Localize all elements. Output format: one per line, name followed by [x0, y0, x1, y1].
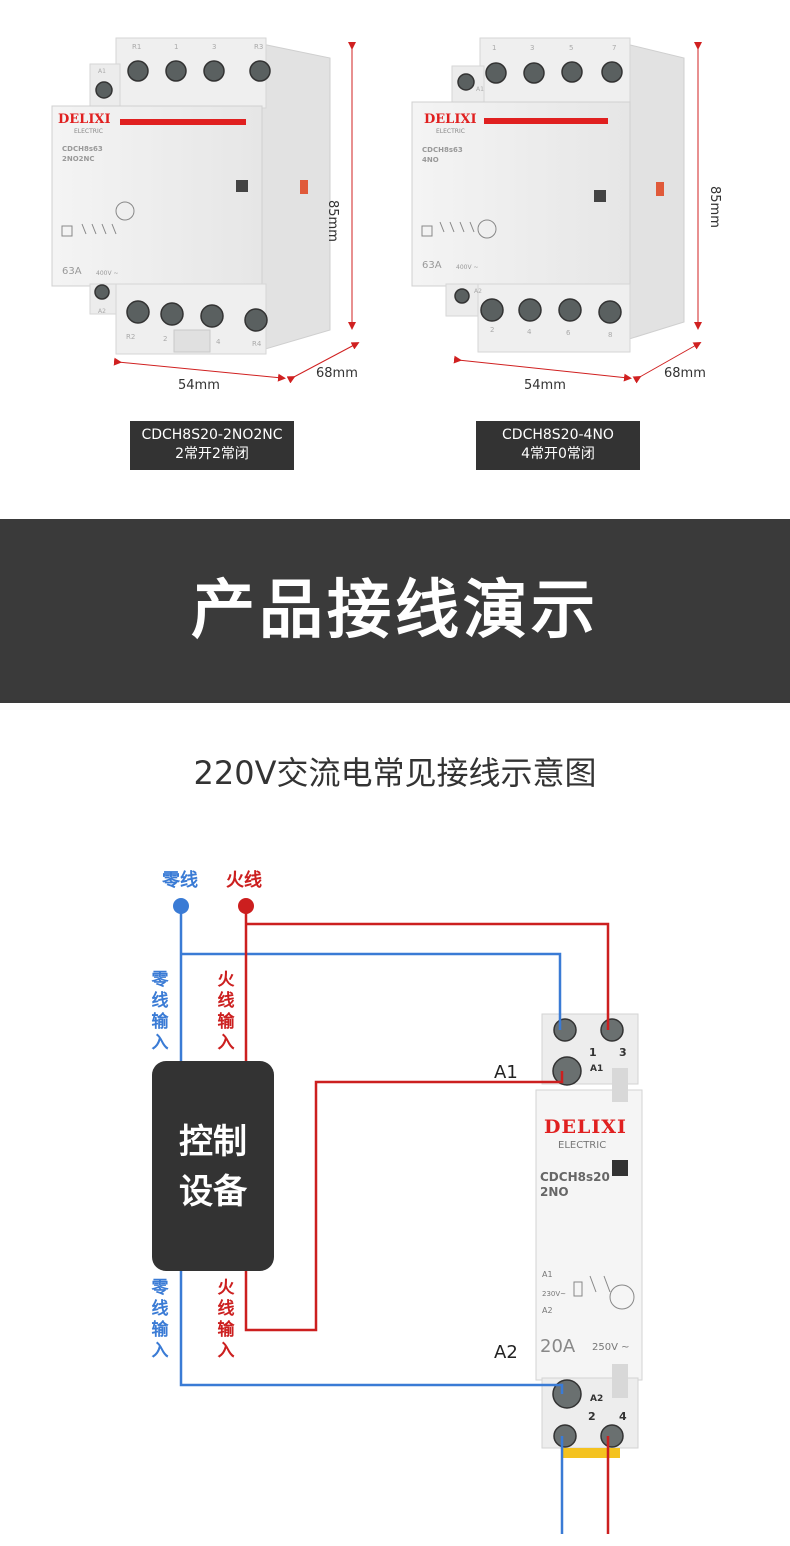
product-1-brand-sub: ELECTRIC: [74, 128, 103, 135]
contactor-coil-symbol-a1: A1: [542, 1270, 553, 1279]
diagram-subtitle: 220V交流电常见接线示意图: [193, 754, 597, 792]
control-device-line-2: 设备: [179, 1172, 247, 1212]
product-2-label-line-1: CDCH8S20-4NO: [502, 427, 614, 443]
contactor-model: CDCH8s20: [540, 1170, 610, 1184]
product-1-terminal-top-2: 1: [174, 43, 179, 51]
product-2-dimensions: [453, 42, 702, 384]
product-1-model-label: CDCH8S20-2NO2NC 2常开2常闭: [130, 421, 294, 470]
product-1-height-dim: 85mm: [325, 200, 340, 242]
product-2-width-dim: 54mm: [524, 378, 566, 393]
neutral-wire-to-terminal-1: [181, 952, 562, 1030]
product-2-terminal-top-2: 3: [530, 44, 535, 52]
product-1-brand: DELIXI: [58, 112, 111, 127]
product-2-brand-sub: ELECTRIC: [436, 128, 465, 135]
product-1-label-line-1: CDCH8S20-2NO2NC: [141, 427, 283, 443]
contactor-coil-symbol-a2: A2: [542, 1306, 553, 1315]
product-1-image: [51, 37, 331, 355]
product-1-coil-top: A1: [98, 68, 106, 75]
product-2-voltage: 400V ~: [456, 264, 479, 271]
product-1-terminal-top-1: R1: [132, 43, 142, 51]
product-2-coil-top: A1: [476, 86, 484, 93]
control-device-line-1: 控制: [179, 1122, 247, 1162]
contactor-voltage: 250V ~: [592, 1342, 630, 1353]
product-2-height-dim: 85mm: [707, 186, 722, 228]
product-1-dimensions: [113, 42, 360, 384]
product-1-terminal-bottom-1: R2: [126, 333, 136, 341]
contactor-coil-bottom: A2: [590, 1394, 604, 1404]
product-2-depth-dim: 68mm: [664, 366, 706, 381]
live-wire-to-terminal-3: [246, 922, 610, 1030]
contactor-terminal-top-3: 3: [619, 1046, 627, 1059]
product-2-brand: DELIXI: [424, 112, 477, 127]
product-2-terminal-top-3: 5: [569, 44, 574, 52]
contactor-brand: DELIXI: [544, 1116, 627, 1138]
contactor-terminal-top-1: 1: [589, 1046, 597, 1059]
wires: [179, 906, 610, 1534]
contactor-coil-voltage: 230V~: [542, 1290, 567, 1298]
contactor-rating: 20A: [540, 1336, 576, 1357]
product-1-rating: 63A: [62, 266, 82, 277]
contactor-terminal-bottom-2: 2: [588, 1410, 596, 1423]
section-banner: 产品接线演示: [0, 519, 790, 703]
contactor-coil-top: A1: [590, 1064, 604, 1074]
live-dot: [238, 898, 254, 914]
product-2-coil-bottom: A2: [474, 288, 482, 295]
neutral-dot: [173, 898, 189, 914]
product-1-width-dim: 54mm: [178, 378, 220, 393]
product-1-model-line-1: CDCH8s63: [62, 145, 103, 153]
contactor-brand-sub: ELECTRIC: [558, 1140, 607, 1151]
product-2-rating: 63A: [422, 260, 442, 271]
product-2-model-line-2: 4NO: [422, 156, 439, 164]
product-2-image: [411, 37, 685, 353]
product-1-terminal-bottom-2: 2: [163, 335, 168, 343]
live-input-label-top: 火线输入: [217, 970, 235, 1053]
a2-label: A2: [494, 1342, 518, 1363]
contactor-terminal-bottom-4: 4: [619, 1410, 627, 1423]
product-1-depth-dim: 68mm: [316, 366, 358, 381]
product-2-model-line-1: CDCH8s63: [422, 146, 463, 154]
live-label: 火线: [226, 870, 262, 891]
contactor-type: 2NO: [540, 1185, 569, 1199]
product-1-coil-bottom: A2: [98, 308, 106, 315]
neutral-label: 零线: [162, 870, 198, 891]
product-2-terminal-bottom-2: 4: [527, 328, 532, 336]
product-2-terminal-top-4: 7: [612, 44, 617, 52]
product-2-label-line-2: 4常开0常闭: [521, 446, 595, 462]
product-2-terminal-top-1: 1: [492, 44, 497, 52]
product-1-terminal-top-4: R3: [254, 43, 264, 51]
neutral-input-label-top: 零线输入: [151, 970, 169, 1053]
product-2-terminal-bottom-3: 6: [566, 329, 571, 337]
product-1-terminal-bottom-3: 4: [216, 338, 221, 346]
product-2-terminal-bottom-1: 2: [490, 326, 495, 334]
product-1-model-line-2: 2NO2NC: [62, 155, 95, 163]
banner-title: 产品接线演示: [191, 574, 599, 648]
live-wire-control-out: [244, 1071, 564, 1332]
product-2-terminal-bottom-4: 8: [608, 331, 613, 339]
neutral-wire-bottom: [179, 1271, 564, 1394]
neutral-input-label-bottom: 零线输入: [151, 1278, 169, 1361]
product-1-terminal-bottom-4: R4: [252, 340, 262, 348]
control-device-box: 控制 设备: [152, 1061, 274, 1271]
product-1-terminal-top-3: 3: [212, 43, 217, 51]
contactor-device: [535, 1013, 643, 1458]
product-1-voltage: 400V ~: [96, 270, 119, 277]
product-1-label-line-2: 2常开2常闭: [175, 446, 249, 462]
product-2-model-label: CDCH8S20-4NO 4常开0常闭: [476, 421, 640, 470]
a1-label: A1: [494, 1062, 518, 1083]
live-input-label-bottom: 火线输入: [217, 1278, 235, 1361]
